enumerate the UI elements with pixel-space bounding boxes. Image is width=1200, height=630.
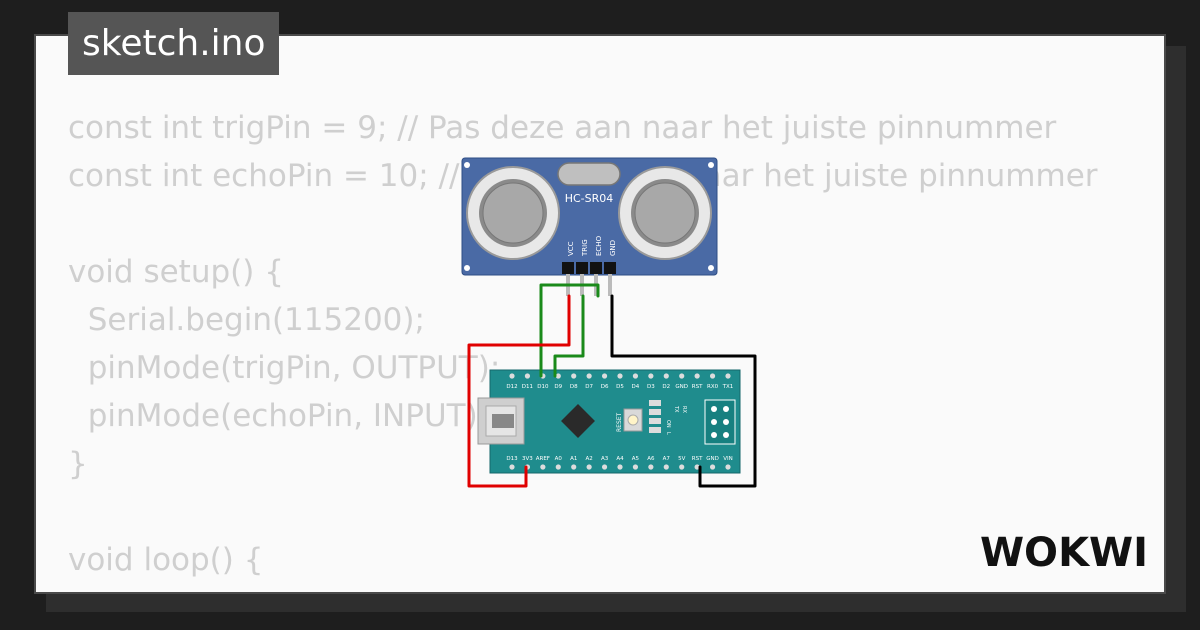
nano-pin[interactable] [694, 373, 700, 379]
nano-pin-label: D11 [522, 384, 533, 390]
icsp-header [704, 399, 736, 445]
nano-pin-label: D9 [554, 384, 562, 390]
wire-trig-d9 [553, 294, 585, 378]
nano-pin-label: TX1 [722, 384, 734, 390]
reset-label: RESET [616, 412, 623, 432]
nano-pin[interactable] [509, 373, 515, 379]
nano-pin-label: D10 [537, 384, 549, 390]
code-editor[interactable]: const int trigPin = 9; // Pas deze aan n… [68, 104, 1098, 592]
nano-pin[interactable] [586, 464, 592, 470]
nano-pin-label: 3V3 [522, 456, 533, 462]
wire-vcc-5v [467, 294, 571, 488]
code-line: const int trigPin = 9; // Pas deze aan n… [68, 110, 1057, 146]
pin-label-gnd: GND [609, 240, 617, 256]
code-line: // Afstandsmeting met de HC-SR04 [68, 584, 1098, 592]
led-label-on: ON [665, 420, 671, 428]
nano-pin-label: D7 [585, 384, 593, 390]
microcontroller-chip [561, 404, 595, 438]
wokwi-logo: WOKWI [980, 530, 1148, 576]
nano-pin-label: A4 [616, 456, 624, 462]
nano-pin[interactable] [555, 464, 561, 470]
nano-pin[interactable] [617, 464, 623, 470]
code-line: Serial.begin(115200); [68, 302, 425, 338]
code-line: void loop() { [68, 542, 264, 578]
arduino-nano[interactable]: RESET TX RX ON L D12 D11 D10 D9 D8 D7 D6 D5 D4 D3… [477, 369, 741, 474]
pin-label-echo: ECHO [595, 235, 603, 256]
nano-pin[interactable] [632, 464, 639, 470]
nano-pin[interactable] [586, 373, 592, 379]
led-label-rx: RX [681, 406, 687, 413]
transducer-left [466, 166, 560, 260]
led-label-l: L [665, 432, 671, 435]
nano-pin-label: GND [706, 456, 719, 462]
nano-pin-label: RST [692, 456, 703, 462]
nano-pin[interactable] [679, 464, 685, 470]
nano-pin-label: D8 [570, 384, 578, 390]
nano-pin[interactable] [509, 464, 515, 470]
nano-pin-label: A3 [601, 456, 609, 462]
wires [467, 283, 757, 488]
nano-pin[interactable] [524, 373, 531, 379]
nano-pin[interactable] [617, 373, 623, 379]
crystal-oscillator [557, 162, 621, 186]
nano-pin-label: A2 [586, 456, 593, 462]
nano-pin[interactable] [648, 373, 654, 379]
nano-pin-label: D5 [616, 384, 624, 390]
code-line: } [68, 446, 88, 482]
nano-pin-label: D2 [662, 384, 670, 390]
nano-pin[interactable] [709, 464, 716, 470]
nano-pin[interactable] [663, 373, 669, 379]
nano-pin-label: A0 [555, 456, 563, 462]
reset-button[interactable] [623, 408, 643, 432]
nano-pin-label: A6 [647, 456, 655, 462]
pin-label-vcc: VCC [567, 241, 575, 256]
nano-pin[interactable] [725, 464, 731, 470]
nano-pin-label: GND [675, 384, 688, 390]
nano-pin-label: 5V [678, 456, 685, 462]
nano-pin-label: AREF [536, 456, 550, 462]
nano-pin[interactable] [679, 373, 685, 379]
nano-pin-label: RX0 [707, 384, 719, 390]
nano-pin[interactable] [571, 373, 577, 379]
nano-pin-label: D13 [506, 456, 518, 462]
nano-pin-label: D12 [506, 384, 517, 390]
nano-pin-label: A1 [570, 456, 577, 462]
nano-pin-label: D6 [601, 384, 609, 390]
nano-pin[interactable] [555, 373, 561, 379]
nano-pin[interactable] [571, 464, 577, 470]
led-label-tx: TX [673, 405, 679, 413]
nano-pin[interactable] [709, 373, 716, 379]
nano-pin[interactable] [663, 464, 669, 470]
nano-pin-label: RST [692, 384, 703, 390]
nano-pin[interactable] [694, 464, 700, 470]
transducer-right [618, 166, 712, 260]
nano-pin-label: VIN [723, 456, 733, 462]
wire-gnd-gnd [610, 294, 757, 488]
status-leds [649, 400, 661, 433]
brand-text: WOKWI [980, 530, 1148, 576]
nano-pin[interactable] [648, 464, 654, 470]
preview-card: const int trigPin = 9; // Pas deze aan n… [34, 34, 1166, 594]
nano-pin-label: A5 [632, 456, 640, 462]
sensor-label: HC-SR04 [565, 192, 614, 205]
wire-echo-d10 [539, 283, 600, 378]
nano-pin-label: A7 [663, 456, 671, 462]
nano-pin[interactable] [540, 464, 546, 470]
nano-pin-label: D4 [632, 384, 640, 390]
file-title-tab[interactable]: sketch.ino [68, 12, 280, 75]
hc-sr04-sensor[interactable]: HC-SR04 VCC TRIG ECHO GND [461, 157, 718, 296]
pin-label-trig: TRIG [581, 239, 589, 257]
nano-pin[interactable] [601, 373, 608, 379]
nano-pin[interactable] [725, 373, 731, 379]
code-line: pinMode(trigPin, OUTPUT); [68, 350, 501, 386]
nano-pin[interactable] [632, 373, 639, 379]
nano-pin[interactable] [601, 464, 608, 470]
code-line: void setup() { [68, 254, 284, 290]
usb-connector [477, 397, 525, 445]
nano-pin-label: D3 [647, 384, 655, 390]
